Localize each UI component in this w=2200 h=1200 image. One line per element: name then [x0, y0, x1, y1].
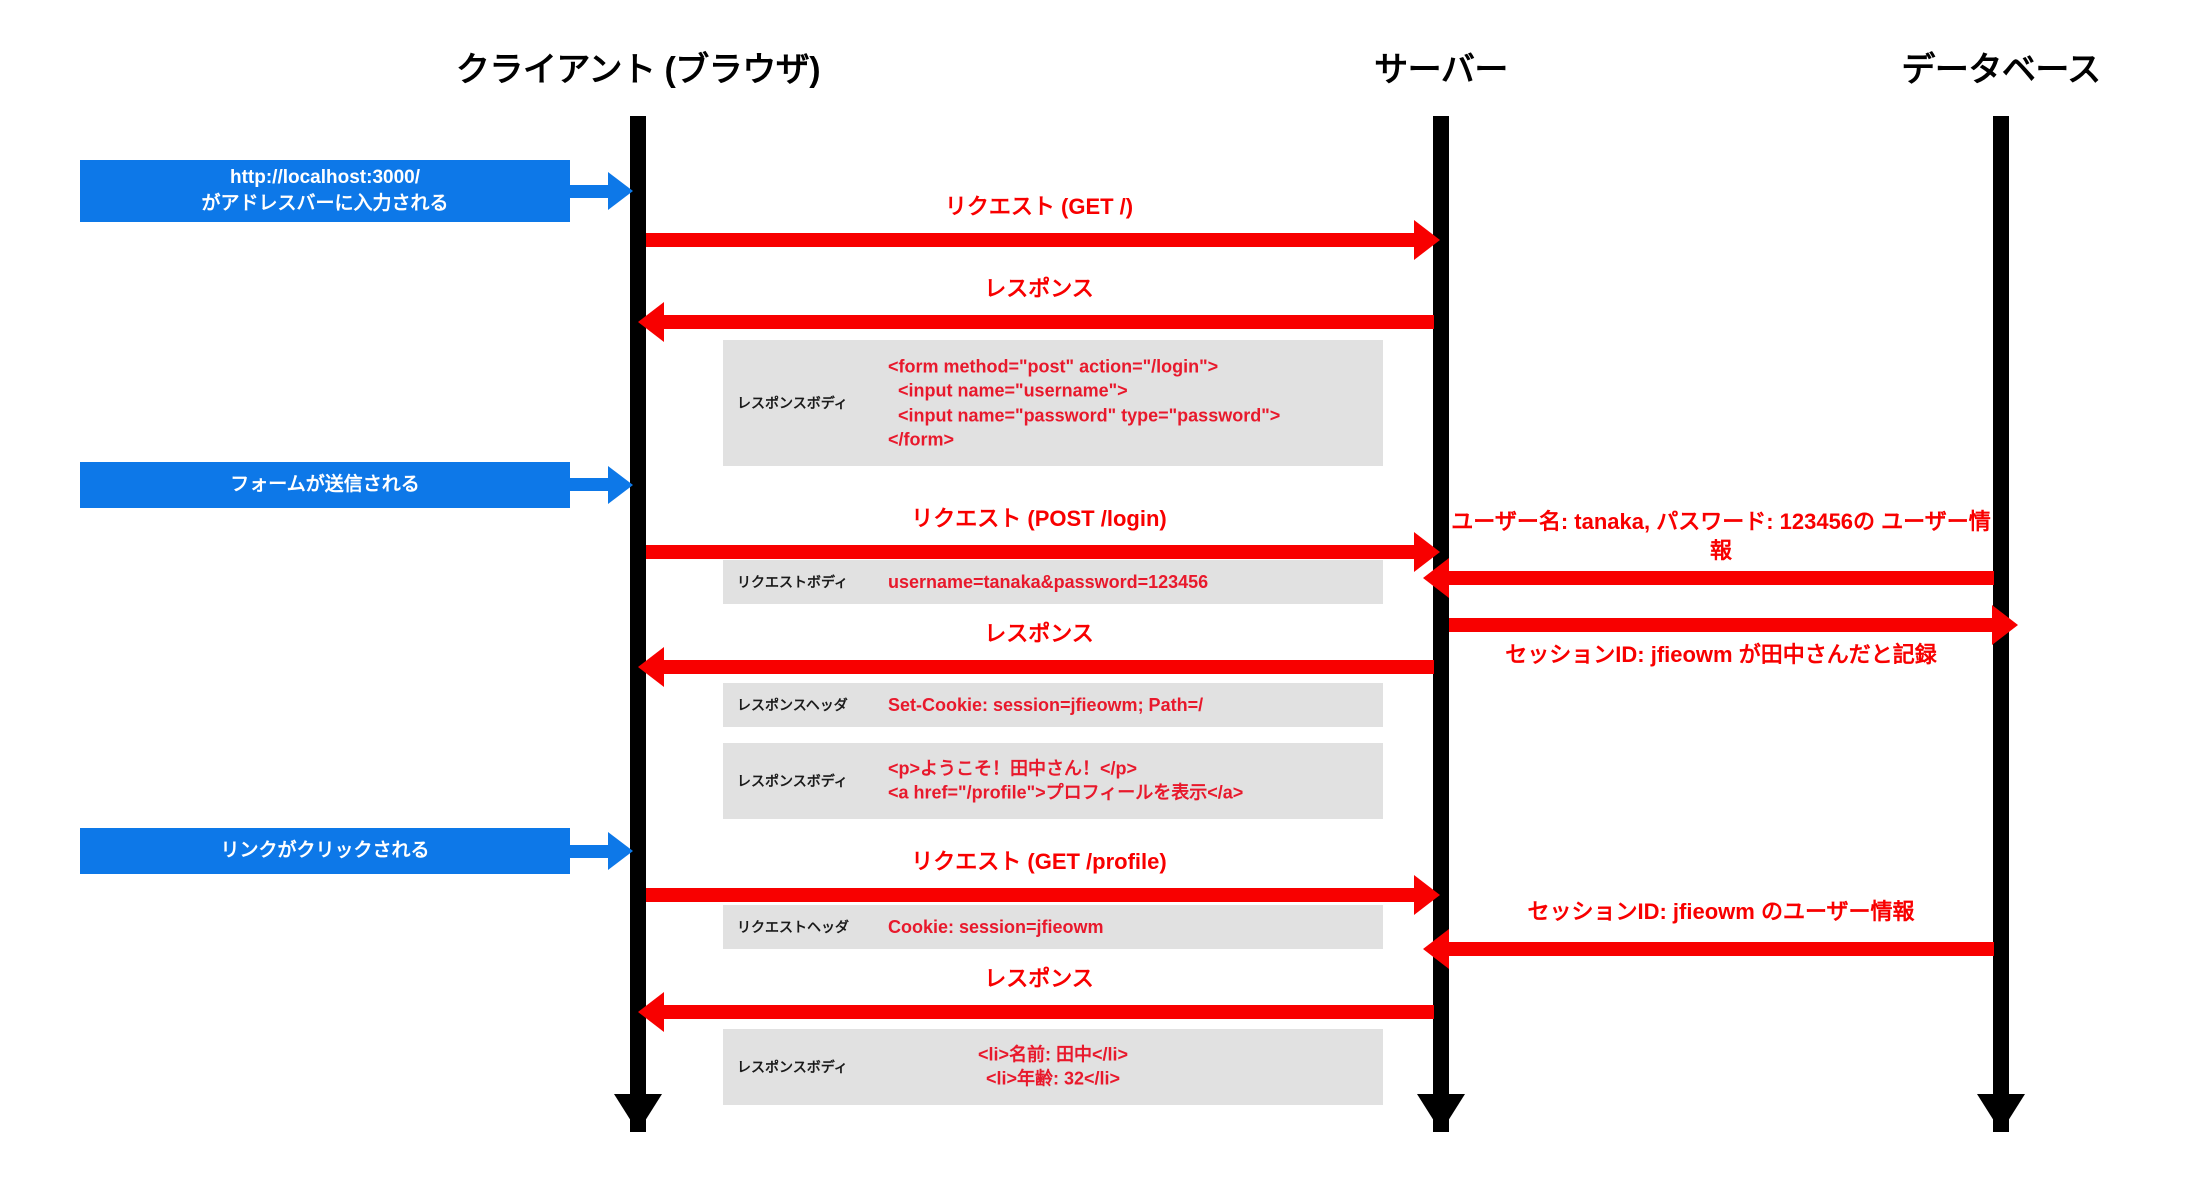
participant-label-server: サーバー — [1374, 51, 1508, 89]
message-label-req-get-root: リクエスト (GET /) — [944, 194, 1134, 219]
message-arrowhead-res-login — [638, 647, 664, 687]
detail-key-res-header-set-cookie: レスポンスヘッダ — [737, 697, 848, 713]
detail-box-res-body-profile: レスポンスボディ <li>名前: 田中</li> <li>年齢: 32</li> — [723, 1029, 1383, 1105]
message-shaft-res-profile — [664, 1005, 1434, 1019]
detail-key-res-body-profile: レスポンスボディ — [737, 1059, 848, 1075]
detail-box-req-header-cookie: リクエストヘッダ Cookie: session=jfieowm — [723, 905, 1383, 949]
message-arrowhead-db-store-session — [1992, 605, 2018, 645]
detail-key-res-body-welcome: レスポンスボディ — [737, 773, 848, 789]
lifeline-end-arrow-client — [614, 1094, 662, 1132]
message-shaft-req-get-profile — [646, 888, 1416, 902]
participant-label-client: クライアント (ブラウザ) — [455, 51, 821, 89]
message-arrowhead-req-get-profile — [1414, 875, 1440, 915]
detail-key-res-body-login-form: レスポンスボディ — [737, 395, 848, 411]
lifeline-client — [630, 116, 646, 1132]
actor-event-link-clicked-line1: リンクがクリックされる — [220, 840, 430, 862]
detail-box-req-body-credentials: リクエストボディ username=tanaka&password=123456 — [723, 560, 1383, 604]
message-shaft-req-get-root — [646, 233, 1416, 247]
message-arrowhead-res-root — [638, 302, 664, 342]
detail-value-res-body-login-form: <form method="post" action="/login"> <in… — [888, 356, 1281, 450]
message-label-db-query-session: セッションID: jfieowm のユーザー情報 — [1527, 899, 1915, 924]
message-shaft-req-post-login — [646, 545, 1416, 559]
message-label-req-get-profile: リクエスト (GET /profile) — [911, 849, 1167, 874]
detail-key-req-header-cookie: リクエストヘッダ — [737, 919, 849, 935]
actor-arrow-shaft-form-submit — [570, 478, 620, 491]
detail-box-res-header-set-cookie: レスポンスヘッダ Set-Cookie: session=jfieowm; Pa… — [723, 683, 1383, 727]
message-label-res-root: レスポンス — [984, 276, 1094, 301]
detail-value-res-header-set-cookie: Set-Cookie: session=jfieowm; Path=/ — [888, 694, 1204, 715]
message-arrowhead-req-get-root — [1414, 220, 1440, 260]
detail-box-res-body-login-form: レスポンスボディ <form method="post" action="/lo… — [723, 340, 1383, 466]
message-label-db-query-user: ユーザー名: tanaka, パスワード: 123456の ユーザー情報 — [1451, 509, 1991, 563]
detail-value-req-header-cookie: Cookie: session=jfieowm — [888, 916, 1104, 937]
actor-event-link-clicked[interactable]: リンクがクリックされる — [80, 828, 570, 874]
actor-arrow-shaft-link-clicked — [570, 845, 620, 858]
detail-value-res-body-profile: <li>名前: 田中</li> <li>年齢: 32</li> — [977, 1044, 1129, 1089]
actor-event-url-entered-line1: http://localhost:3000/ — [229, 167, 421, 189]
message-shaft-db-query-user — [1449, 571, 1994, 585]
message-label-res-login: レスポンス — [984, 621, 1094, 646]
actor-arrow-head-url-entered — [608, 172, 633, 210]
actor-arrow-head-form-submit — [608, 466, 633, 504]
message-shaft-res-root — [664, 315, 1434, 329]
message-arrowhead-res-profile — [638, 992, 664, 1032]
actor-event-form-submit[interactable]: フォームが送信される — [80, 462, 570, 508]
detail-value-req-body-credentials: username=tanaka&password=123456 — [888, 571, 1209, 592]
lifeline-end-arrow-database — [1977, 1094, 2025, 1132]
detail-key-req-body-credentials: リクエストボディ — [737, 574, 849, 590]
message-label-db-store-session: セッションID: jfieowm が田中さんだと記録 — [1505, 642, 1937, 667]
actor-event-url-entered[interactable]: http://localhost:3000/ がアドレスバーに入力される — [80, 160, 570, 222]
detail-value-res-body-welcome: <p>ようこそ！田中さん！</p> <a href="/profile">プロフ… — [888, 758, 1244, 803]
message-shaft-db-store-session — [1449, 618, 1994, 632]
message-shaft-res-login — [664, 660, 1434, 674]
actor-event-form-submit-line1: フォームが送信される — [230, 474, 420, 496]
participant-label-database: データベース — [1901, 51, 2101, 89]
message-label-req-post-login: リクエスト (POST /login) — [911, 506, 1167, 531]
message-shaft-db-query-session — [1449, 942, 1994, 956]
lifeline-server — [1433, 116, 1449, 1132]
actor-arrow-head-link-clicked — [608, 832, 633, 870]
actor-event-url-entered-line2: がアドレスバーに入力される — [201, 193, 449, 214]
actor-arrow-shaft-url-entered — [570, 185, 620, 198]
message-arrowhead-db-query-user — [1423, 558, 1449, 598]
lifeline-end-arrow-server — [1417, 1094, 1465, 1132]
detail-box-res-body-welcome: レスポンスボディ <p>ようこそ！田中さん！</p> <a href="/pro… — [723, 743, 1383, 819]
message-label-res-profile: レスポンス — [984, 966, 1094, 991]
message-arrowhead-db-query-session — [1423, 929, 1449, 969]
